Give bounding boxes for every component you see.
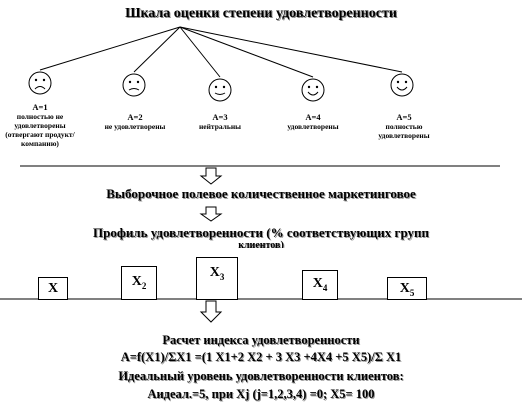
profile-bar-x4: X4 bbox=[302, 270, 338, 300]
profile-bar-x3: X3 bbox=[196, 257, 238, 300]
sad-face-icon bbox=[28, 71, 52, 95]
profile-bar-x2: X2 bbox=[121, 266, 157, 300]
ideal-level-line: Идеальный уровень удовлетворенности клие… bbox=[118, 369, 404, 383]
happy-face-icon bbox=[301, 78, 325, 102]
survey-label: Выборочное полевое количественное маркет… bbox=[106, 186, 416, 201]
index-formula: A=f(X1)/ΣX1 =(1 X1+2 X2 + 3 X3 +4X4 +5 X… bbox=[120, 350, 402, 364]
profile-bar-x1: X bbox=[38, 277, 68, 300]
happy-face-icon bbox=[390, 73, 414, 97]
profile-bar-x5: X5 bbox=[387, 277, 427, 300]
profile-label-continued: клиентов) bbox=[238, 240, 284, 248]
sad-face-icon bbox=[122, 73, 146, 97]
calc-title: Расчет индекса удовлетворенности bbox=[162, 333, 360, 347]
ideal-values: Aидеал.=5, при Xj (j=1,2,3,4) =0; X5= 10… bbox=[147, 387, 375, 401]
profile-label: Профиль удовлетворенности (% соответству… bbox=[92, 225, 429, 240]
scale-title: Шкала оценки степени удовлетворенности bbox=[125, 6, 397, 21]
neutral-face-icon bbox=[208, 78, 232, 102]
